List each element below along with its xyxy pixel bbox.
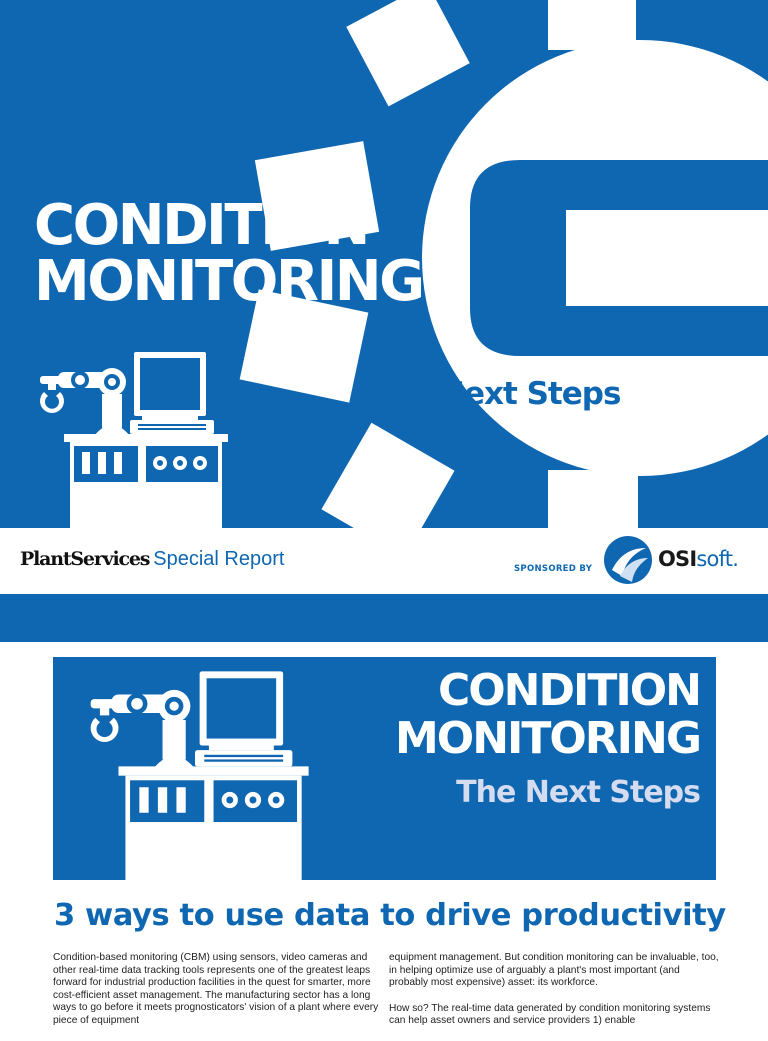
- article-header-title-line1: CONDITION: [437, 665, 702, 716]
- article-title: 3 ways to use data to drive productivity: [54, 898, 726, 933]
- robot-arm-icon: [90, 671, 309, 880]
- cover-subtitle: The Next Steps: [368, 376, 621, 412]
- article-header-title-line2: MONITORING: [395, 713, 702, 764]
- article-header-title: CONDITION MONITORING: [395, 665, 702, 764]
- cover-title: CONDITION MONITORING: [34, 198, 425, 310]
- brand-report-label: Special Report: [153, 548, 285, 570]
- sponsored-by-label: SPONSORED BY: [514, 564, 593, 574]
- article-header-box: CONDITION MONITORING The Next Steps: [53, 657, 716, 880]
- article-paragraph: equipment management. But condition moni…: [389, 952, 719, 989]
- cover-title-line1: CONDITION: [34, 193, 370, 258]
- sponsor-name-light: soft.: [696, 547, 739, 571]
- gear-icon: [239, 0, 768, 528]
- cover: CONDITION MONITORING The Next Steps: [0, 0, 768, 528]
- article-column-left: Condition-based monitoring (CBM) using s…: [53, 952, 383, 1041]
- blue-divider-band: [0, 594, 768, 642]
- article-paragraph: Condition-based monitoring (CBM) using s…: [53, 952, 379, 1026]
- article-column-right: equipment management. But condition moni…: [389, 952, 719, 1041]
- article-header-subtitle: The Next Steps: [456, 775, 701, 810]
- robot-arm-icon: [40, 352, 228, 528]
- sponsor-name-bold: OSI: [658, 547, 697, 571]
- sponsor-name: OSIsoft.: [658, 547, 739, 571]
- brand-name: PlantServices: [20, 548, 150, 570]
- article-paragraph: How so? The real-time data generated by …: [389, 1002, 711, 1027]
- cover-title-line2: MONITORING: [34, 249, 425, 314]
- osisoft-logo-icon: [604, 536, 652, 584]
